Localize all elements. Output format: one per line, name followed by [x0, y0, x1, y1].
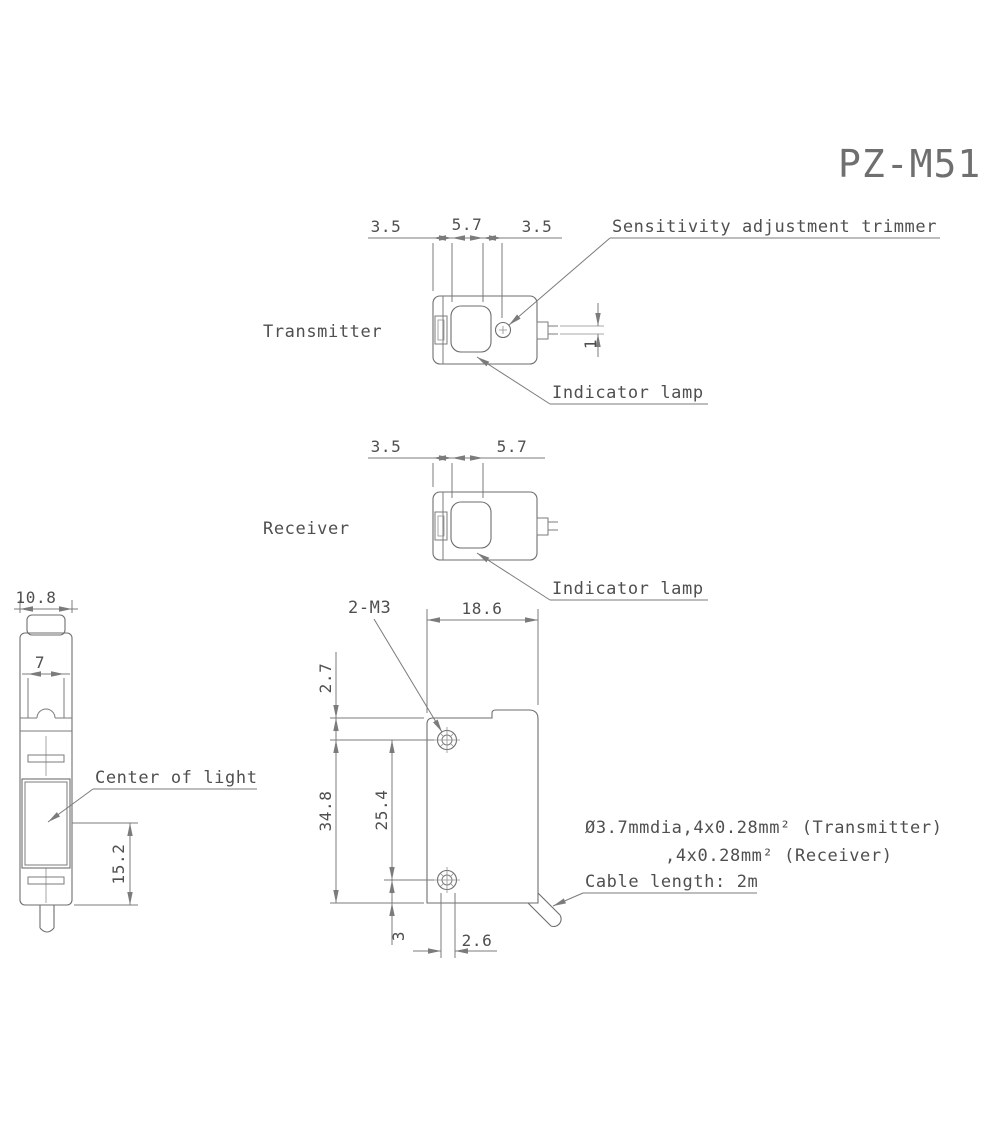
dim-2-6: 2.6	[462, 931, 493, 950]
front-width-dimension: 18.6	[426, 599, 539, 713]
center-of-light-label: Center of light	[95, 768, 258, 788]
indicator-lamp-label: Indicator lamp	[552, 383, 704, 403]
lamp-height-dimension: 1	[560, 303, 604, 357]
top-screw-hole	[434, 727, 460, 753]
front-body	[426, 709, 562, 928]
dim-34-8: 34.8	[316, 791, 335, 832]
trimmer-callout: Sensitivity adjustment trimmer	[508, 217, 940, 326]
center-height-dimension: 15.2	[72, 822, 138, 906]
dim-3-5-right: 3.5	[522, 217, 553, 236]
transmitter-housing	[432, 295, 538, 365]
dim-15-2: 15.2	[109, 844, 128, 885]
cable-callout: Ø3.7mmdia,4x0.28mm² (Transmitter) ,4x0.2…	[552, 818, 943, 907]
receiver-lens	[450, 501, 492, 549]
side-body	[19, 614, 73, 933]
dim-7: 7	[35, 653, 45, 672]
side-lens-window	[21, 778, 71, 869]
side-top-cap	[26, 614, 66, 636]
sensitivity-trimmer	[494, 321, 512, 339]
transmitter-body	[432, 295, 558, 365]
transmitter-dimensions: 3.5 5.7 3.5	[368, 215, 562, 318]
screw-callout: 2-M3	[348, 598, 443, 733]
dim-10-8: 10.8	[16, 588, 57, 607]
mounting-slot	[434, 511, 448, 541]
dim-1: 1	[581, 339, 600, 349]
cable-connector	[536, 517, 549, 536]
indicator-lamp-label: Indicator lamp	[552, 579, 704, 599]
center-of-light-callout: Center of light	[47, 768, 258, 823]
dim-2-7: 2.7	[316, 663, 335, 694]
cable-stub	[39, 905, 55, 928]
front-housing	[426, 709, 539, 904]
dim-5-7: 5.7	[497, 437, 528, 456]
cable-spec-line2: ,4x0.28mm² (Receiver)	[665, 846, 893, 866]
cable	[527, 892, 562, 928]
receiver-view-label: Receiver	[263, 519, 350, 539]
side-width-dimension: 10.8	[14, 588, 78, 613]
side-view: 10.8 7 Center of light	[14, 588, 258, 933]
transmitter-lens	[450, 305, 492, 353]
slot-width-dimension: 2.6	[413, 893, 497, 958]
transmitter-indicator-callout: Indicator lamp	[476, 356, 708, 405]
mounting-slot	[434, 315, 448, 345]
receiver-dimensions: 3.5 5.7	[368, 437, 545, 498]
dim-3: 3	[389, 931, 408, 941]
drawing-title: PZ-M51	[838, 142, 981, 186]
cable-length-label: Cable length: 2m	[585, 872, 758, 892]
lens-width-dimension: 7	[22, 653, 70, 718]
receiver-indicator-callout: Indicator lamp	[476, 552, 708, 601]
dim-25-4: 25.4	[372, 790, 391, 831]
screw-label: 2-M3	[348, 598, 391, 618]
transmitter-view: 3.5 5.7 3.5 1 Sensitivity adjustment tri	[263, 215, 940, 405]
receiver-view: 3.5 5.7 Indicator lamp Receiver	[263, 437, 708, 601]
transmitter-view-label: Transmitter	[263, 322, 382, 342]
dim-5-7: 5.7	[452, 215, 483, 234]
dim-3-5-left: 3.5	[371, 217, 402, 236]
front-view: 18.6 2-M3	[316, 598, 943, 958]
dim-18-6: 18.6	[462, 599, 503, 618]
trimmer-label: Sensitivity adjustment trimmer	[612, 217, 937, 237]
side-housing	[19, 632, 73, 906]
front-height-dimensions: 2.7 34.8	[316, 652, 434, 904]
cable-spec-line1: Ø3.7mmdia,4x0.28mm² (Transmitter)	[585, 818, 943, 838]
receiver-body	[432, 491, 558, 561]
hole-pitch-dimension: 25.4 3	[372, 740, 408, 945]
receiver-housing	[432, 491, 538, 561]
dim-3-5: 3.5	[371, 437, 402, 456]
cable-connector	[536, 321, 549, 340]
bottom-screw-hole	[434, 867, 460, 893]
